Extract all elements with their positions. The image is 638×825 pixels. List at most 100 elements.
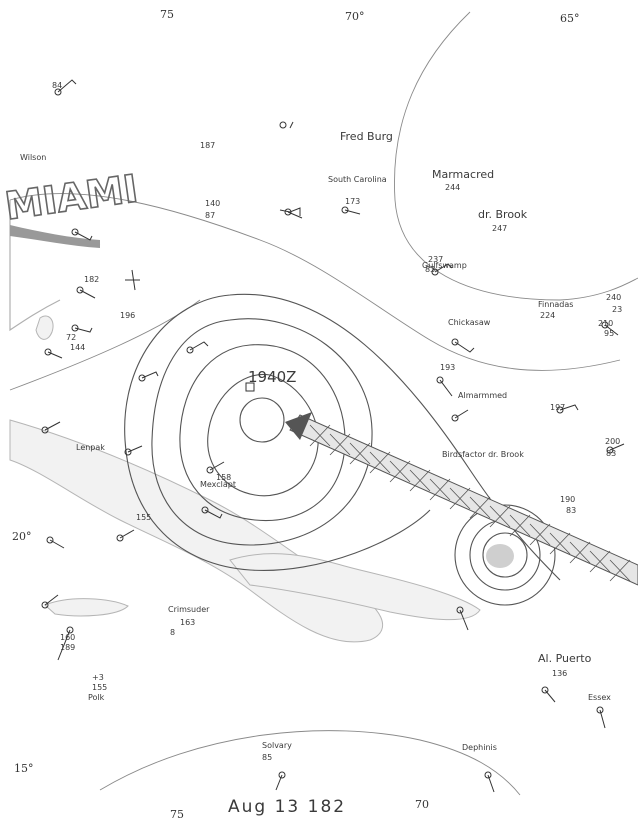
station-plot [484, 771, 495, 793]
station-value: 155 [136, 513, 151, 522]
station-value: 72 [66, 333, 76, 342]
station-plot [341, 206, 361, 215]
storm-2-shade [486, 544, 514, 568]
station-plot [46, 536, 65, 549]
station-plot [556, 404, 579, 414]
station-name: Wilson [20, 153, 46, 162]
station-value: 8 [170, 628, 175, 637]
isobar-outer-south [99, 730, 521, 796]
station-plot [596, 706, 606, 729]
station-value: 187 [200, 141, 215, 150]
station-value: 84 [52, 81, 62, 90]
station-plot [606, 443, 625, 454]
station-plot [451, 409, 469, 422]
station-name: Birdsfactor dr. Brook [442, 450, 524, 459]
station-plot [541, 686, 556, 703]
station-name: Al. Puerto [538, 652, 592, 665]
station-value: 247 [492, 224, 507, 233]
jamaica-island [44, 598, 129, 617]
storm-center-marker [245, 382, 255, 392]
station-plot [41, 594, 59, 609]
station-plot [186, 341, 209, 354]
station-plot [124, 445, 143, 456]
station-plot [436, 376, 453, 397]
station-value: 83 [606, 449, 616, 458]
map-title: Aug 13 182 [228, 797, 346, 817]
station-value: 190 [560, 495, 575, 504]
station-value: 140 [205, 199, 220, 208]
station-value: 23 [612, 305, 622, 314]
station-plot [275, 771, 286, 791]
station-name: Mexclapt [200, 480, 236, 489]
miami-shading [10, 225, 100, 248]
station-value: 155 [92, 683, 107, 692]
station-value: 85 [262, 753, 272, 762]
station-name: Marmacred [432, 168, 494, 181]
station-value: 83 [425, 265, 435, 274]
station-plot [431, 263, 453, 276]
station-plot [71, 324, 93, 333]
station-plot [44, 348, 63, 359]
isobar-outer-north [394, 11, 638, 301]
longitude-label-75-bottom: 75 [170, 808, 184, 821]
symbol-mark [289, 121, 294, 129]
station-plot [76, 286, 96, 299]
station-name: dr. Brook [478, 208, 528, 221]
isobar-mid-band [9, 299, 201, 391]
station-value: 189 [60, 643, 75, 652]
station-name: Polk [88, 693, 105, 702]
station-plot [116, 529, 135, 542]
station-name: Gulfswamp [422, 261, 467, 270]
station-name: Fred Burg [340, 130, 393, 143]
station-name: Finnadas [538, 300, 573, 309]
station-value: 197 [550, 403, 565, 412]
hispaniola-island [229, 553, 481, 621]
station-plot [54, 79, 77, 96]
station-name: Essex [588, 693, 611, 702]
station-name: Solvary [262, 741, 292, 750]
station-value: 158 [216, 473, 231, 482]
station-value: +3 [92, 673, 104, 682]
station-value: 244 [445, 183, 460, 192]
hurricane-isobar-3 [151, 318, 373, 546]
station-plot [41, 421, 61, 434]
storm-2-outer [454, 504, 556, 606]
station-value: 136 [552, 669, 567, 678]
station-value: 210 [598, 319, 613, 328]
station-plot [57, 626, 74, 661]
station-value: 173 [345, 197, 360, 206]
symbol-mark [125, 269, 140, 291]
latitude-label-15: 15° [14, 762, 34, 775]
station-plot [456, 606, 469, 631]
station-name: Lenpak [76, 443, 105, 452]
station-name-labels: Fred Burg South Carolina Marmacred dr. B… [20, 130, 611, 752]
station-plot [451, 338, 475, 353]
station-name: Dephinis [462, 743, 497, 752]
latitude-label-20: 20° [12, 530, 32, 543]
station-value: 95 [604, 329, 614, 338]
station-value: 193 [440, 363, 455, 372]
hurricane-isobar-4 [124, 293, 561, 581]
station-name: Chickasaw [448, 318, 491, 327]
station-value: 200 [605, 437, 620, 446]
bahamas-island [35, 315, 54, 340]
storm-2-inner [482, 532, 528, 578]
station-plot [279, 121, 287, 129]
station-value: 163 [180, 618, 195, 627]
station-value: 83 [566, 506, 576, 515]
station-plot [71, 228, 93, 241]
longitude-label-70-bottom: 70 [415, 798, 429, 811]
station-plot [138, 371, 159, 382]
station-value: 87 [205, 211, 215, 220]
hurricane-isobar-2 [179, 344, 346, 522]
station-value: 196 [120, 311, 135, 320]
station-plot [206, 461, 225, 474]
station-plot [601, 321, 619, 336]
station-name: Crimsuder [168, 605, 210, 614]
city-label-miami: MIAMI [2, 166, 140, 228]
storm-track [285, 412, 638, 586]
station-value: 224 [540, 311, 555, 320]
storm-time-label: 1940Z [248, 368, 296, 386]
station-value: 182 [84, 275, 99, 284]
